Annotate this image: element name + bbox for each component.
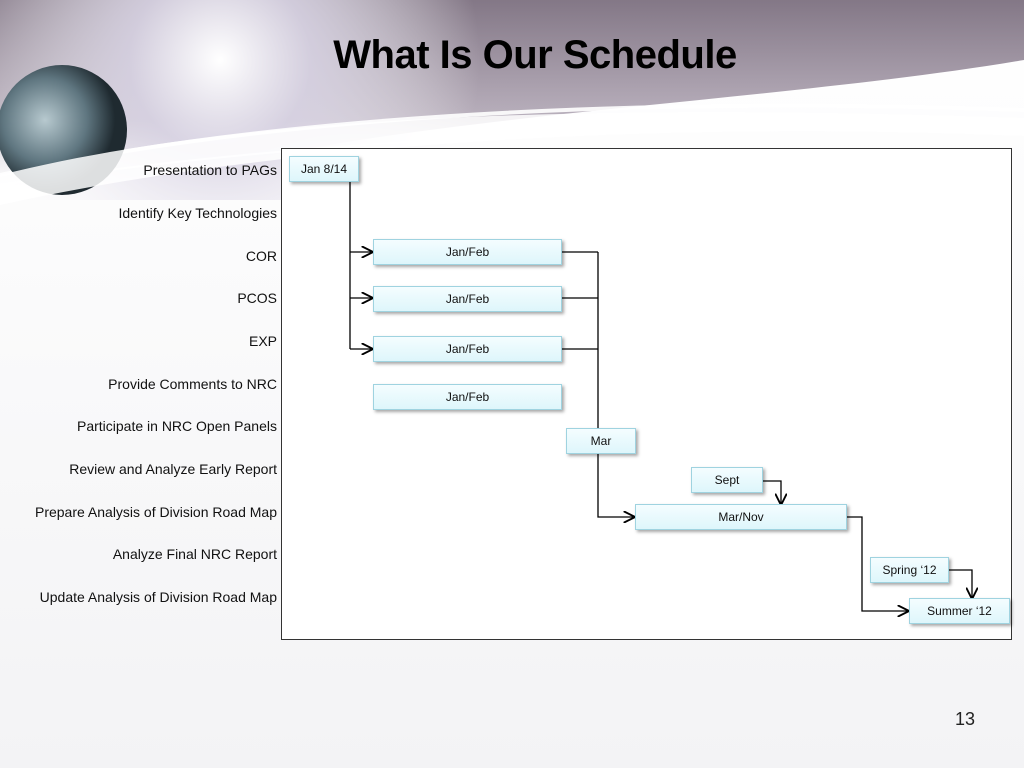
milestone-early-report: Sept (691, 467, 763, 493)
milestone-provide-comments: Jan/Feb (373, 384, 562, 410)
milestone-road-map-analysis: Mar/Nov (635, 504, 847, 530)
task-label-pcos: PCOS (237, 290, 277, 306)
task-label-analyze-final-report: Analyze Final NRC Report (112, 546, 277, 562)
page-number: 13 (955, 709, 976, 729)
task-label-provide-comments: Provide Comments to NRC (108, 376, 277, 392)
page-title: What Is Our Schedule (333, 33, 737, 77)
task-label-presentation-to-pags: Presentation to PAGs (143, 162, 277, 178)
milestone-final-report: Spring ‘12 (870, 557, 949, 583)
milestone-pcos: Jan/Feb (373, 286, 562, 312)
milestone-exp: Jan/Feb (373, 336, 562, 362)
task-label-prepare-road-map-analysis: Prepare Analysis of Division Road Map (34, 504, 277, 520)
milestone-open-panels: Mar (566, 428, 636, 454)
task-label-review-early-report: Review and Analyze Early Report (69, 461, 277, 477)
milestone-cor: Jan/Feb (373, 239, 562, 265)
milestone-presentation-to-pags: Jan 8/14 (289, 156, 359, 182)
task-label-update-road-map-analysis: Update Analysis of Division Road Map (39, 589, 277, 605)
task-label-participate-open-panels: Participate in NRC Open Panels (77, 418, 277, 434)
task-label-cor: COR (245, 248, 277, 264)
task-label-identify-key-technologies: Identify Key Technologies (118, 205, 277, 221)
milestone-update-road-map: Summer ‘12 (909, 598, 1010, 624)
task-label-exp: EXP (248, 333, 277, 349)
